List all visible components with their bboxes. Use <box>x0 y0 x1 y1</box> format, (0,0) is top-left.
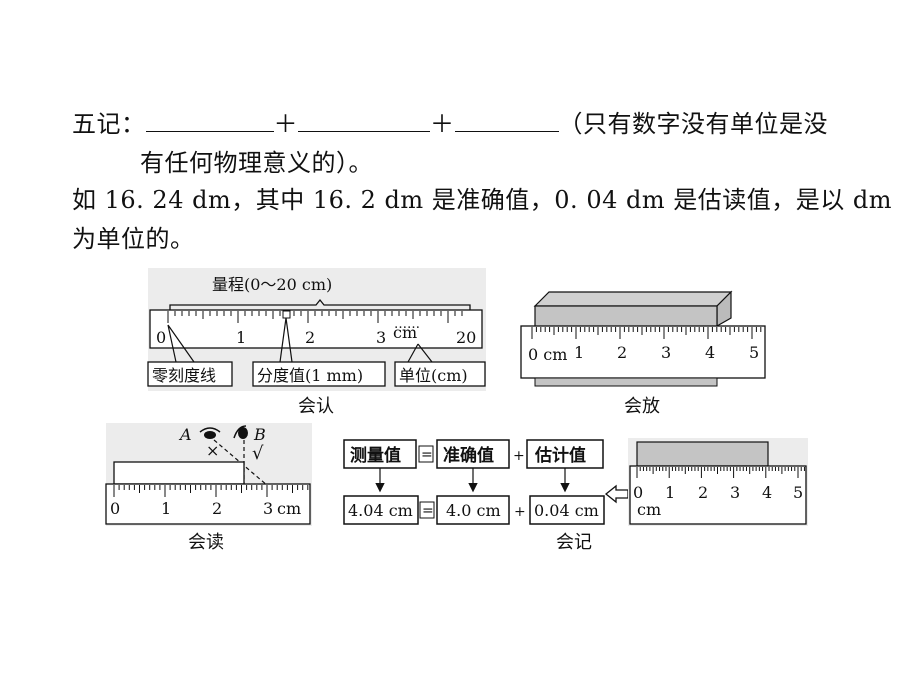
eye-icon-b <box>233 425 248 439</box>
record-tick-1: 1 <box>665 483 675 502</box>
figure-place: 0 cm 1 2 3 4 5 会放 <box>520 290 766 417</box>
box-estimated <box>526 439 604 469</box>
point-b: B <box>253 425 266 444</box>
range-bracket <box>169 298 471 312</box>
read-ruler-ticks <box>113 485 309 497</box>
recognize-ruler <box>149 309 483 349</box>
read-tick-3: 3 <box>263 499 273 518</box>
plus-1-record: + <box>513 448 525 464</box>
blank-2 <box>298 109 430 132</box>
val-measured: 4.04 cm <box>348 501 413 520</box>
read-tick-2: 2 <box>212 499 222 518</box>
recognize-tick-1: 1 <box>236 328 246 347</box>
place-block-top <box>533 291 733 307</box>
record-tick-4: 4 <box>762 483 772 502</box>
line1-prefix: 五记： <box>72 110 146 138</box>
eye-icon-a <box>199 427 221 439</box>
record-unit: cm <box>637 500 661 519</box>
label-box-unit <box>394 361 486 387</box>
label-unit: 单位(cm) <box>399 366 468 385</box>
place-tick-4: 4 <box>705 343 715 362</box>
recognize-tick-0: 0 <box>156 328 166 347</box>
label-box-division <box>252 361 386 387</box>
record-tick-5: 5 <box>793 483 803 502</box>
val-estimated: 0.04 cm <box>534 501 599 520</box>
division-marker <box>282 310 291 319</box>
equals-box-2 <box>419 501 435 519</box>
recognize-unit-cm: cm <box>393 323 417 342</box>
caption-recognize: 会认 <box>298 396 334 417</box>
place-tick-3: 3 <box>661 343 671 362</box>
caption-place: 会放 <box>624 396 660 417</box>
plus-2-record: + <box>514 504 526 520</box>
recognize-ruler-ticks <box>167 311 463 323</box>
place-tick-1: 1 <box>574 343 584 362</box>
box-val-estimated <box>529 495 605 525</box>
record-tick-2: 2 <box>698 483 708 502</box>
blank-1 <box>145 109 274 132</box>
read-object <box>113 461 245 485</box>
text-line-3: 如 16. 24 dm，其中 16. 2 dm 是准确值，0. 04 dm 是估… <box>72 186 892 214</box>
mark-right: √ <box>252 443 264 464</box>
place-tick-5: 5 <box>749 343 759 362</box>
read-tick-1: 1 <box>161 499 171 518</box>
hollow-arrow-icon <box>604 484 629 504</box>
recognize-tick-2: 2 <box>305 328 315 347</box>
plus-2: ＋ <box>430 110 455 138</box>
label-zero: 零刻度线 <box>152 366 216 385</box>
place-tick-0: 0 cm <box>528 345 567 364</box>
caption-record: 会记 <box>556 532 592 553</box>
figure-read: A B × √ 0 1 2 3 cm 会读 <box>105 423 312 553</box>
caption-read: 会读 <box>188 532 224 553</box>
record-ruler <box>629 465 807 525</box>
record-object <box>636 441 769 467</box>
line1-suffix: （只有数字没有单位是没 <box>558 110 828 138</box>
plus-1: ＋ <box>273 110 298 138</box>
pointer-unit <box>407 343 433 363</box>
recognize-tick-3: 3 <box>376 328 386 347</box>
box-estimated-label: 估计值 <box>534 445 586 466</box>
label-division: 分度值(1 mm) <box>257 366 363 385</box>
equals-2: = <box>422 503 434 519</box>
mark-wrong: × <box>206 441 219 460</box>
equals-1: = <box>421 447 433 463</box>
place-tick-2: 2 <box>617 343 627 362</box>
equals-box-1 <box>418 445 434 463</box>
place-ruler <box>520 325 766 379</box>
recognize-dots: …… <box>394 317 420 332</box>
place-block-front <box>534 305 718 329</box>
text-line-1: 五记： ＋ ＋ （只有数字没有单位是没 <box>72 104 828 139</box>
box-measured-label: 测量值 <box>350 445 401 466</box>
pointer-zero <box>167 324 195 363</box>
text-line-4: 为单位的。 <box>72 225 195 253</box>
box-measured <box>343 439 417 469</box>
figure-record: 测量值 = 准确值 + 估计值 4.04 cm = 4.0 cm + 0.04 … <box>343 438 808 553</box>
read-unit: cm <box>277 499 301 518</box>
figure-recognize: 量程(0～20 cm) 0 1 2 3 20 …… cm 零刻度线 分度值(1 … <box>147 268 486 417</box>
box-accurate-label: 准确值 <box>443 445 494 466</box>
label-box-zero <box>147 361 233 387</box>
text-line-2: 有任何物理意义的）。 <box>140 149 373 177</box>
blank-3 <box>454 109 559 132</box>
read-tick-0: 0 <box>110 499 120 518</box>
point-a: A <box>178 425 192 444</box>
pointer-division <box>279 317 293 363</box>
place-ruler-shadow <box>534 377 718 387</box>
record-ruler-ticks <box>636 467 805 478</box>
place-ruler-ticks <box>531 327 762 339</box>
recognize-tick-20: 20 <box>456 328 476 347</box>
record-tick-0: 0 <box>633 483 643 502</box>
box-val-accurate <box>436 495 510 525</box>
record-tick-3: 3 <box>730 483 740 502</box>
range-label: 量程(0～20 cm) <box>212 275 332 294</box>
val-accurate: 4.0 cm <box>446 501 501 520</box>
box-val-measured <box>343 495 419 525</box>
